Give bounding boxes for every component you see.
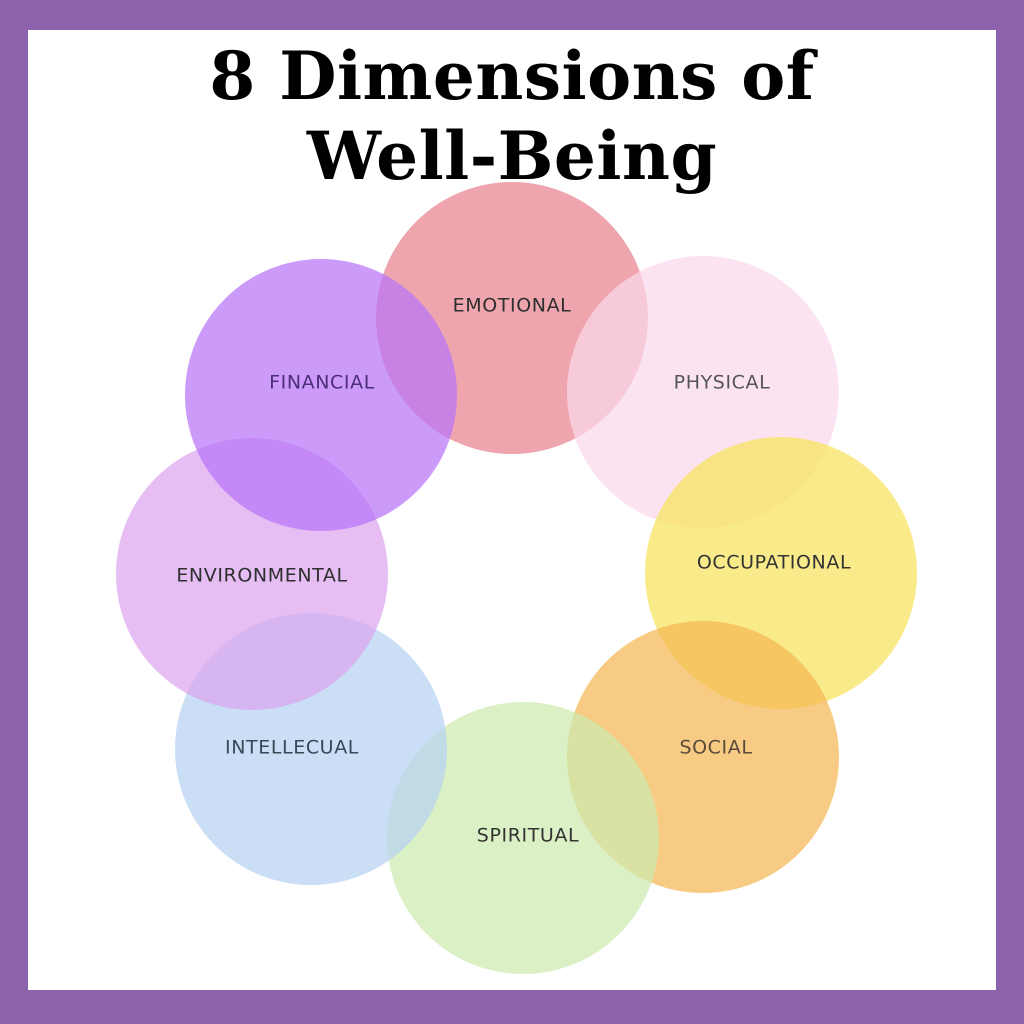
- circles-layer: [116, 182, 917, 974]
- labels-layer: EMOTIONAL PHYSICAL OCCUPATIONAL SOCIAL SPIRI…: [176, 295, 851, 847]
- title-line-1: 8 Dimensions of: [209, 37, 815, 115]
- occupational-label: OCCUPATIONAL: [697, 552, 851, 574]
- social-label: SOCIAL: [679, 737, 752, 759]
- financial-circle: [185, 259, 457, 531]
- financial-label: FINANCIAL: [269, 372, 375, 394]
- intellecual-label: INTELLECUAL: [225, 737, 359, 759]
- emotional-label: EMOTIONAL: [453, 295, 572, 317]
- physical-label: PHYSICAL: [674, 372, 771, 394]
- title-line-2: Well-Being: [306, 117, 718, 195]
- environmental-label: ENVIRONMENTAL: [176, 565, 347, 587]
- page-title: 8 Dimensions of Well-Being: [0, 36, 1024, 196]
- spiritual-circle: [387, 702, 659, 974]
- spiritual-label: SPIRITUAL: [477, 825, 579, 847]
